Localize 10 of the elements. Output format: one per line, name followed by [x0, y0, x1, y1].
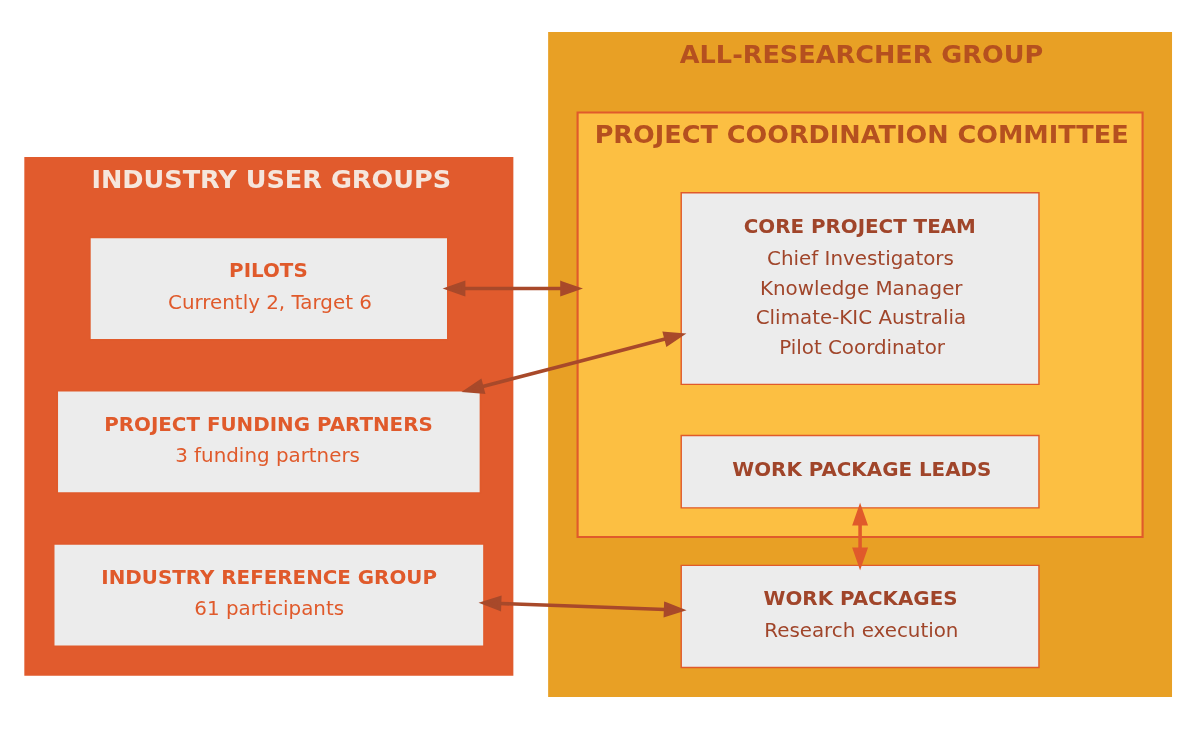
arrow — [852, 502, 869, 571]
node-box: WORK PACKAGES Research execution — [680, 564, 1040, 669]
arrow — [461, 331, 687, 395]
node-box: PROJECT FUNDING PARTNERS 3 funding partners — [56, 390, 482, 494]
arrow — [478, 595, 687, 618]
node-box: WORK PACKAGE LEADS — [680, 434, 1040, 509]
arrow — [442, 280, 583, 297]
node-box: PILOTS Currently 2, Target 6 — [89, 236, 449, 341]
node-box: INDUSTRY REFERENCE GROUP 61 participants — [53, 543, 485, 647]
node-box: CORE PROJECT TEAM Chief Investigators Knowledge Manager Climate-KIC Australia Pilot Coordinator — [680, 192, 1040, 386]
